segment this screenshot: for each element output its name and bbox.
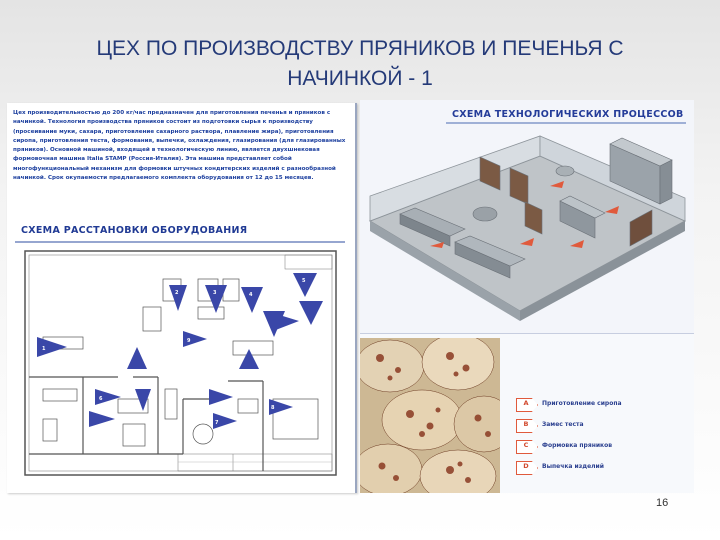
plan-marker-7: 7	[215, 420, 219, 426]
legend-label: Замес теста	[542, 421, 584, 428]
plan-marker-9: 9	[187, 338, 191, 344]
legend-label: Формовка пряников	[542, 442, 613, 449]
page-number: 16	[656, 497, 669, 509]
brochure-left-page: Цех производительностью до 200 кг/час пр…	[7, 103, 357, 493]
plan-marker-2: 2	[175, 290, 179, 296]
heading-divider	[15, 241, 345, 243]
legend-item-c: C Формовка пряников	[516, 440, 686, 454]
legend-letter: A	[523, 399, 529, 407]
gingerbread-photo	[360, 338, 500, 493]
legend-letter: B	[523, 420, 529, 428]
legend-item-d: D Выпечка изделий	[516, 461, 686, 475]
cookie-image	[360, 338, 500, 493]
brochure-right-page: СХЕМА ТЕХНОЛОГИЧЕСКИХ ПРОЦЕССОВ	[360, 100, 694, 493]
plan-marker-3: 3	[213, 290, 217, 296]
plan-marker-8: 8	[271, 405, 275, 411]
slide-title-line-2: НАЧИНКОЙ - 1	[287, 67, 433, 90]
arrow-icon	[516, 440, 538, 454]
process-scheme-panel: СХЕМА ТЕХНОЛОГИЧЕСКИХ ПРОЦЕССОВ	[360, 100, 694, 334]
floor-plan-drawing: 1 2 3 4 5 6 7 8 9	[24, 250, 337, 476]
legend-item-a: A Приготовление сиропа	[516, 398, 686, 412]
plan-marker-5: 5	[302, 278, 306, 284]
isometric-workshop-view	[368, 135, 687, 321]
process-heading: СХЕМА ТЕХНОЛОГИЧЕСКИХ ПРОЦЕССОВ	[452, 109, 684, 120]
plan-marker-4: 4	[249, 292, 253, 298]
plan-marker-1: 1	[42, 346, 46, 352]
legend-item-b: B Замес теста	[516, 419, 686, 433]
legend-letter: C	[523, 441, 529, 449]
intro-paragraph: Цех производительностью до 200 кг/час пр…	[13, 110, 346, 182]
equipment-floor-plan: 1 2 3 4 5 6 7 8 9	[23, 249, 338, 479]
slide-title-line-1: ЦЕХ ПО ПРОИЗВОДСТВУ ПРЯНИКОВ И ПЕЧЕНЬЯ С	[96, 37, 624, 60]
slide-title: ЦЕХ ПО ПРОИЗВОДСТВУ ПРЯНИКОВ И ПЕЧЕНЬЯ С…	[30, 34, 690, 94]
arrow-icon	[516, 398, 538, 412]
legend-label: Выпечка изделий	[542, 463, 604, 470]
layout-heading: СХЕМА РАССТАНОВКИ ОБОРУДОВАНИЯ	[21, 225, 248, 236]
plan-marker-6: 6	[99, 396, 103, 402]
legend-label: Приготовление сиропа	[542, 400, 622, 407]
legend-letter: D	[523, 462, 529, 470]
process-heading-divider	[446, 122, 686, 124]
arrow-icon	[516, 419, 538, 433]
arrow-icon	[516, 461, 538, 475]
